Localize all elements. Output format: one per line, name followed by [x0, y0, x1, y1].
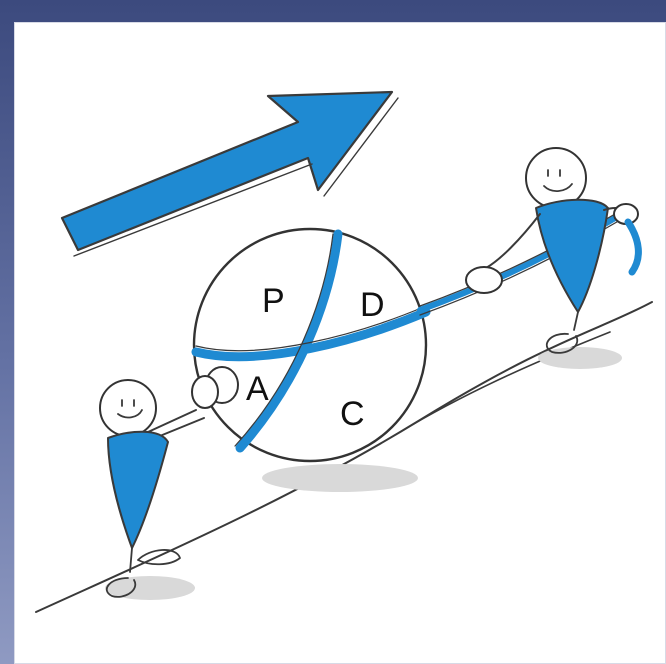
- hill-slope-inner: [400, 332, 610, 432]
- ball-shadow: [262, 464, 418, 492]
- progress-arrow-icon: [62, 92, 398, 256]
- right-figure: [466, 148, 638, 353]
- pdca-ball: [194, 229, 426, 461]
- left-figure: [100, 367, 238, 597]
- ball-letter-p: P: [262, 282, 285, 320]
- ball-letter-d: D: [360, 286, 385, 324]
- ball-letter-c: C: [340, 395, 365, 433]
- ball-letter-a: A: [246, 370, 269, 408]
